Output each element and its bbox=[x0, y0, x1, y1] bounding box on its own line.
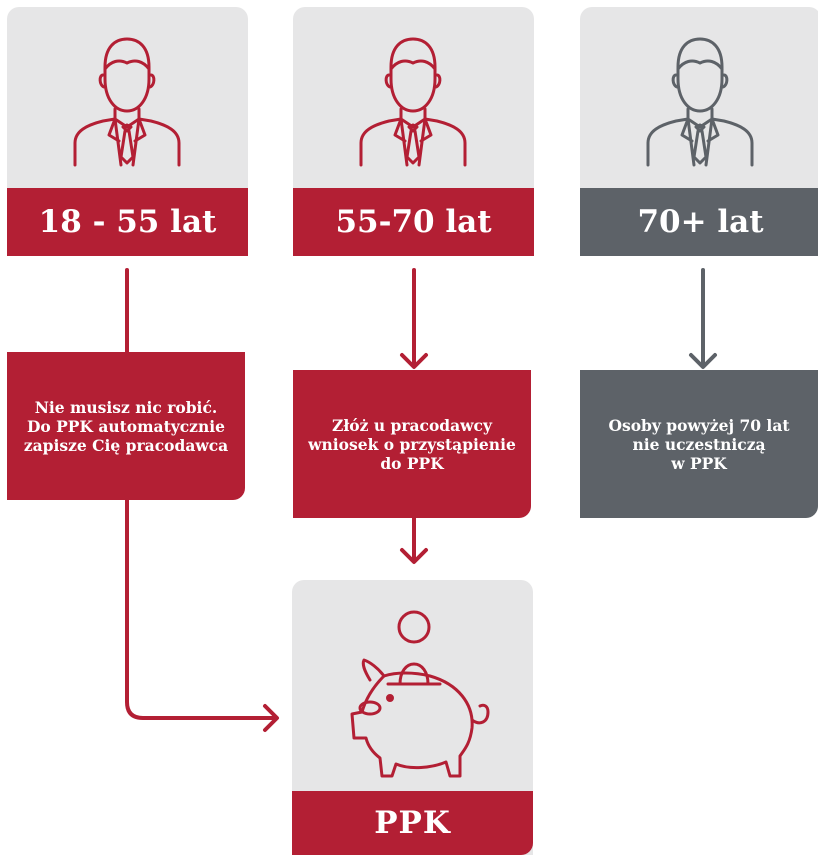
businessman-icon bbox=[73, 37, 181, 167]
age-label: 55-70 lat bbox=[293, 188, 534, 256]
businessman-icon bbox=[359, 37, 467, 167]
age-card-55-70: 55-70 lat bbox=[293, 7, 534, 256]
arrowhead-col1 bbox=[263, 704, 279, 732]
arrowhead-col2-top bbox=[400, 353, 428, 369]
age-label: 70+ lat bbox=[580, 188, 818, 256]
age-label: 18 - 55 lat bbox=[7, 188, 248, 256]
action-box-not-eligible: Osoby powyżej 70 lat nie uczestniczą w P… bbox=[580, 370, 818, 518]
action-box-apply: Złóż u pracodawcy wniosek o przystąpieni… bbox=[293, 370, 531, 518]
ppk-result-card: PPK bbox=[292, 580, 533, 855]
connector-col1-to-ppk bbox=[125, 498, 278, 720]
arrowhead-col3 bbox=[689, 353, 717, 369]
age-card-70-plus: 70+ lat bbox=[580, 7, 818, 256]
arrowhead-col2-bottom bbox=[400, 548, 428, 564]
businessman-icon bbox=[646, 37, 754, 167]
ppk-label: PPK bbox=[292, 791, 533, 855]
age-card-18-55: 18 - 55 lat bbox=[7, 7, 248, 256]
action-box-auto-enroll: Nie musisz nic robić. Do PPK automatyczn… bbox=[7, 352, 245, 500]
piggy-bank-coin-icon bbox=[350, 610, 490, 778]
